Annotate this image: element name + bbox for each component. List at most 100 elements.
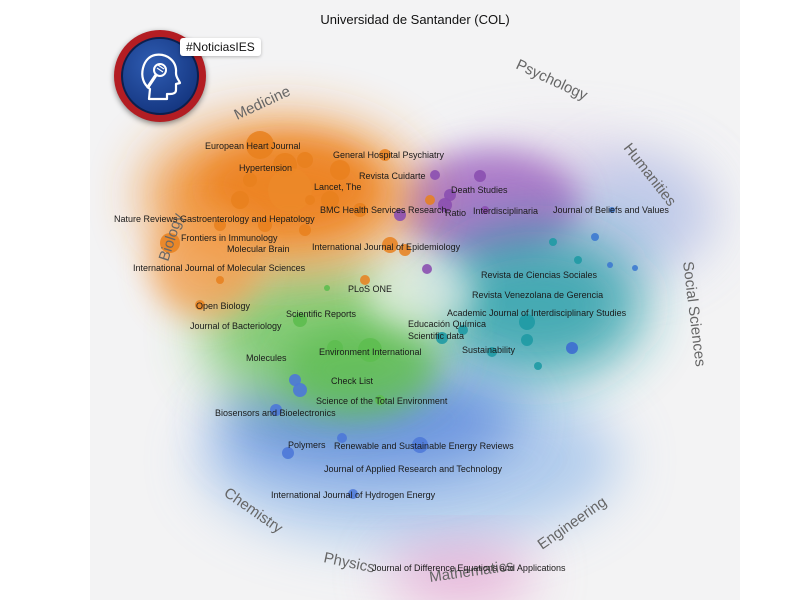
journal-label[interactable]: Molecular Brain [227,244,290,254]
node[interactable] [231,191,249,209]
node[interactable] [566,342,578,354]
hashtag-label: #NoticiasIES [180,38,261,56]
node[interactable] [609,207,615,213]
node[interactable] [293,313,307,327]
journal-label[interactable]: Educación Química [408,319,486,329]
node[interactable] [160,233,180,253]
journal-labels: European Heart Journal General Hospital … [114,141,669,573]
journal-label[interactable]: Revista Cuidarte [359,171,426,181]
journal-label[interactable]: Interdisciplinaria [473,206,538,216]
journal-label[interactable]: Molecules [246,353,287,363]
node[interactable] [422,264,432,274]
node[interactable] [282,447,294,459]
head-microphone-icon [141,53,182,101]
node[interactable] [305,195,315,205]
node[interactable] [632,265,638,271]
journal-label[interactable]: Renewable and Sustainable Energy Reviews [334,441,514,451]
node[interactable] [321,191,339,209]
journal-label[interactable]: BMC Health Services Research [320,205,447,215]
journal-label[interactable]: Scientific Reports [286,309,357,319]
node[interactable] [430,170,440,180]
journal-label[interactable]: Journal of Applied Research and Technolo… [324,464,502,474]
journal-label[interactable]: Frontiers in Immunology [181,233,278,243]
node[interactable] [521,334,533,346]
cloud-mathematics [385,545,535,600]
journal-label[interactable]: International Journal of Hydrogen Energy [271,490,436,500]
cloud-social [425,230,645,380]
node[interactable] [399,244,411,256]
journal-label[interactable]: Environment International [319,347,422,357]
node[interactable] [382,237,398,253]
node[interactable] [216,276,224,284]
field-label-psychology: Psychology [513,56,590,104]
node[interactable] [444,189,456,201]
node[interactable] [436,332,448,344]
node[interactable] [293,383,307,397]
journal-label[interactable]: European Heart Journal [205,141,301,151]
journal-label[interactable]: Science of the Total Environment [316,396,448,406]
node[interactable] [438,198,452,212]
node[interactable] [375,395,385,405]
journal-label[interactable]: Death Studies [451,185,508,195]
node[interactable] [330,160,350,180]
node[interactable] [268,168,312,212]
journal-label[interactable]: Polymers [288,440,326,450]
node[interactable] [379,149,391,161]
node[interactable] [519,314,535,330]
journal-label[interactable]: Ratio [445,208,466,218]
node[interactable] [591,233,599,241]
node[interactable] [195,300,205,310]
journal-label[interactable]: PLoS ONE [348,284,392,294]
science-map: Medicine Psychology Humanities Social Sc… [114,56,710,600]
node[interactable] [289,374,301,386]
node[interactable] [337,433,347,443]
journal-label[interactable]: Journal of Beliefs and Values [553,205,669,215]
journal-label[interactable]: Revista Venezolana de Gerencia [472,290,603,300]
journal-label[interactable]: International Journal of Molecular Scien… [133,263,306,273]
journal-label[interactable]: Lancet, The [314,182,361,192]
node[interactable] [299,224,311,236]
node[interactable] [474,170,486,182]
node[interactable] [297,152,313,168]
node[interactable] [607,262,613,268]
journal-label[interactable]: General Hospital Psychiatry [333,150,445,160]
cloud-center-white [365,260,475,330]
node[interactable] [487,347,497,357]
journal-label[interactable]: Journal of Difference Equations and Appl… [372,563,566,573]
journal-label[interactable]: Sustainability [462,345,516,355]
journal-label[interactable]: Biosensors and Bioelectronics [215,408,336,418]
node[interactable] [246,131,274,159]
node[interactable] [534,362,542,370]
journal-label[interactable]: Open Biology [196,301,251,311]
node[interactable] [348,489,358,499]
node[interactable] [327,340,343,356]
journal-label[interactable]: Nature Reviews Gastroenterology and Hepa… [114,214,315,224]
journal-label[interactable]: Check List [331,376,374,386]
node[interactable] [258,218,272,232]
node[interactable] [270,404,282,416]
node[interactable] [481,206,489,214]
journal-label[interactable]: Academic Journal of Interdisciplinary St… [447,308,627,318]
journal-label[interactable]: Hypertension [239,163,292,173]
node[interactable] [549,238,557,246]
node[interactable] [353,203,367,217]
journal-label[interactable]: International Journal of Epidemiology [312,242,461,252]
node[interactable] [412,437,428,453]
field-label-medicine: Medicine [232,83,294,124]
journal-label[interactable]: Scientific data [408,331,464,341]
density-clouds [145,120,710,600]
cloud-humanities-right [570,160,710,270]
node[interactable] [214,219,226,231]
cloud-multi-inner [285,325,435,415]
journal-label[interactable]: Revista de Ciencias Sociales [481,270,598,280]
node[interactable] [394,209,406,221]
journal-label[interactable]: Journal of Bacteriology [190,321,282,331]
node[interactable] [358,338,382,362]
node[interactable] [425,195,435,205]
node[interactable] [243,173,257,187]
node[interactable] [360,275,370,285]
field-label-physics: Physics [322,549,376,576]
node[interactable] [574,256,582,264]
node[interactable] [458,325,468,335]
node[interactable] [324,285,330,291]
